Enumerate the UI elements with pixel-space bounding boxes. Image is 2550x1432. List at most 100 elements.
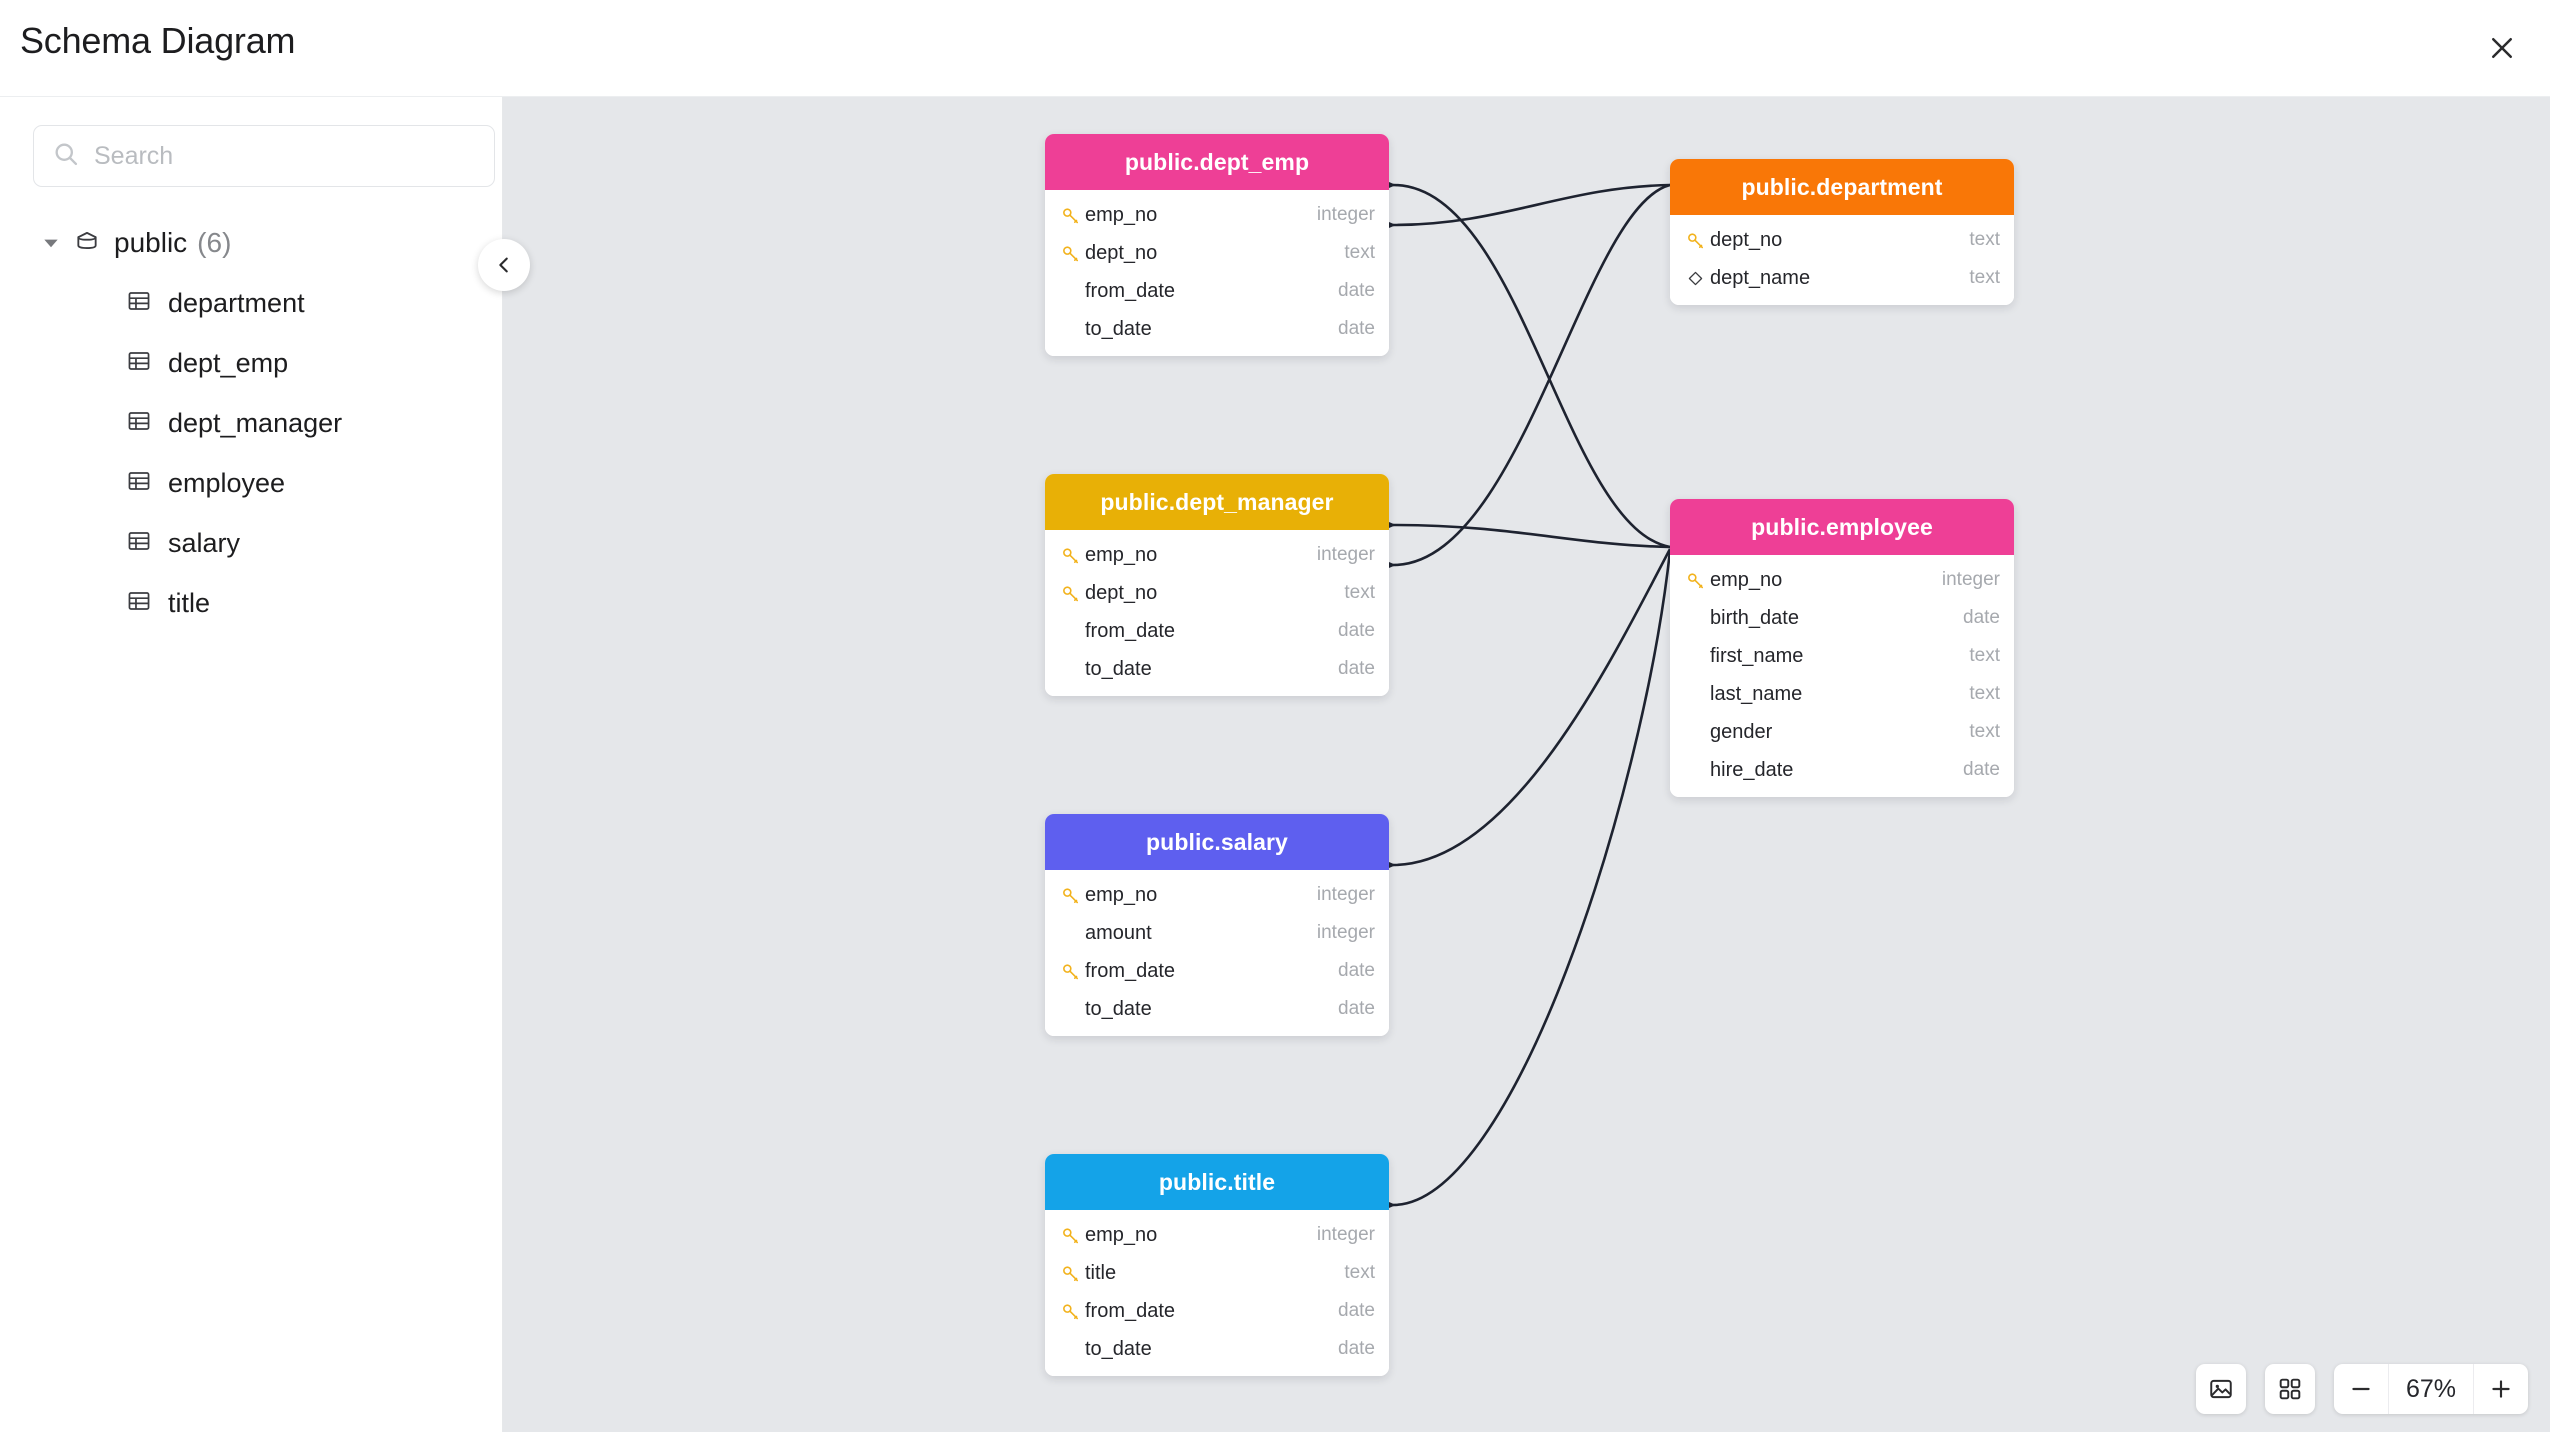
column-type: text — [1969, 267, 2000, 288]
column-type: integer — [1316, 922, 1375, 943]
column-type: date — [1963, 759, 2000, 780]
image-export-icon[interactable] — [2196, 1364, 2246, 1414]
canvas-toolbar: 67% — [2196, 1364, 2528, 1414]
column-name: first_name — [1710, 644, 1804, 667]
column-name: from_date — [1085, 279, 1176, 302]
table-card-header[interactable]: public.dept_manager — [1045, 474, 1389, 530]
column-name: from_date — [1085, 1299, 1176, 1322]
zoom-in-button[interactable] — [2474, 1364, 2528, 1414]
column-row[interactable]: emp_no integer — [1045, 196, 1389, 234]
key-icon — [1057, 1302, 1083, 1321]
zoom-out-button[interactable] — [2334, 1364, 2388, 1414]
column-row[interactable]: dept_no text — [1045, 234, 1389, 272]
column-name: to_date — [1085, 997, 1152, 1020]
column-row[interactable]: to_date date — [1045, 310, 1389, 348]
column-row[interactable]: to_date date — [1045, 990, 1389, 1028]
key-icon — [1057, 1264, 1083, 1283]
column-name: emp_no — [1085, 543, 1158, 566]
table-icon — [126, 348, 152, 379]
sidebar-item-employee[interactable]: employee — [0, 453, 503, 513]
key-icon — [1057, 206, 1083, 225]
column-name: emp_no — [1085, 203, 1158, 226]
column-name: to_date — [1085, 317, 1152, 340]
grid-layout-icon[interactable] — [2265, 1364, 2315, 1414]
sidebar-item-department[interactable]: department — [0, 273, 503, 333]
key-icon — [1057, 886, 1083, 905]
sidebar-collapse-button[interactable] — [478, 239, 530, 291]
column-type: text — [1344, 1262, 1375, 1283]
caret-down-icon[interactable] — [40, 232, 62, 254]
column-type: integer — [1316, 204, 1375, 225]
table-card-header[interactable]: public.employee — [1670, 499, 2014, 555]
sidebar-item-dept-emp[interactable]: dept_emp — [0, 333, 503, 393]
zoom-level-label[interactable]: 67% — [2388, 1364, 2474, 1414]
search-icon — [52, 140, 80, 173]
column-name: dept_no — [1085, 581, 1158, 604]
sidebar-item-title[interactable]: title — [0, 573, 503, 633]
search-input[interactable] — [94, 141, 476, 171]
column-type: date — [1338, 318, 1375, 339]
table-icon — [126, 408, 152, 439]
relationship-edges — [1367, 173, 1672, 1217]
column-type: text — [1969, 229, 2000, 250]
column-name: to_date — [1085, 1337, 1152, 1360]
table-icon — [126, 528, 152, 559]
column-name: from_date — [1085, 619, 1176, 642]
key-icon — [1057, 244, 1083, 263]
column-name: to_date — [1085, 657, 1152, 680]
sidebar-item-salary[interactable]: salary — [0, 513, 503, 573]
table-card-header[interactable]: public.dept_emp — [1045, 134, 1389, 190]
tree-node-public[interactable]: public (6) — [0, 213, 503, 273]
table-icon — [126, 588, 152, 619]
column-row[interactable]: from_date date — [1045, 1292, 1389, 1330]
column-type: date — [1338, 960, 1375, 981]
column-type: date — [1338, 1300, 1375, 1321]
column-row[interactable]: gender text — [1670, 713, 2014, 751]
sidebar-item-label: title — [168, 587, 211, 618]
close-icon[interactable] — [2476, 22, 2528, 74]
column-type: date — [1338, 998, 1375, 1019]
page-title: Schema Diagram — [20, 20, 296, 61]
column-type: text — [1969, 721, 2000, 742]
table-card-header[interactable]: public.title — [1045, 1154, 1389, 1210]
column-type: integer — [1941, 569, 2000, 590]
key-icon — [1682, 231, 1708, 250]
table-card-public-dept_emp[interactable]: public.dept_emp emp_no integer dept_no tex… — [1045, 134, 1389, 356]
sidebar-item-dept-manager[interactable]: dept_manager — [0, 393, 503, 453]
table-card-header[interactable]: public.department — [1670, 159, 2014, 215]
column-type: text — [1344, 242, 1375, 263]
column-name: gender — [1710, 720, 1773, 743]
column-name: dept_no — [1085, 241, 1158, 264]
table-card-header[interactable]: public.salary — [1045, 814, 1389, 870]
search-box[interactable] — [33, 125, 495, 187]
table-icon — [126, 288, 152, 319]
key-icon — [1682, 571, 1708, 590]
